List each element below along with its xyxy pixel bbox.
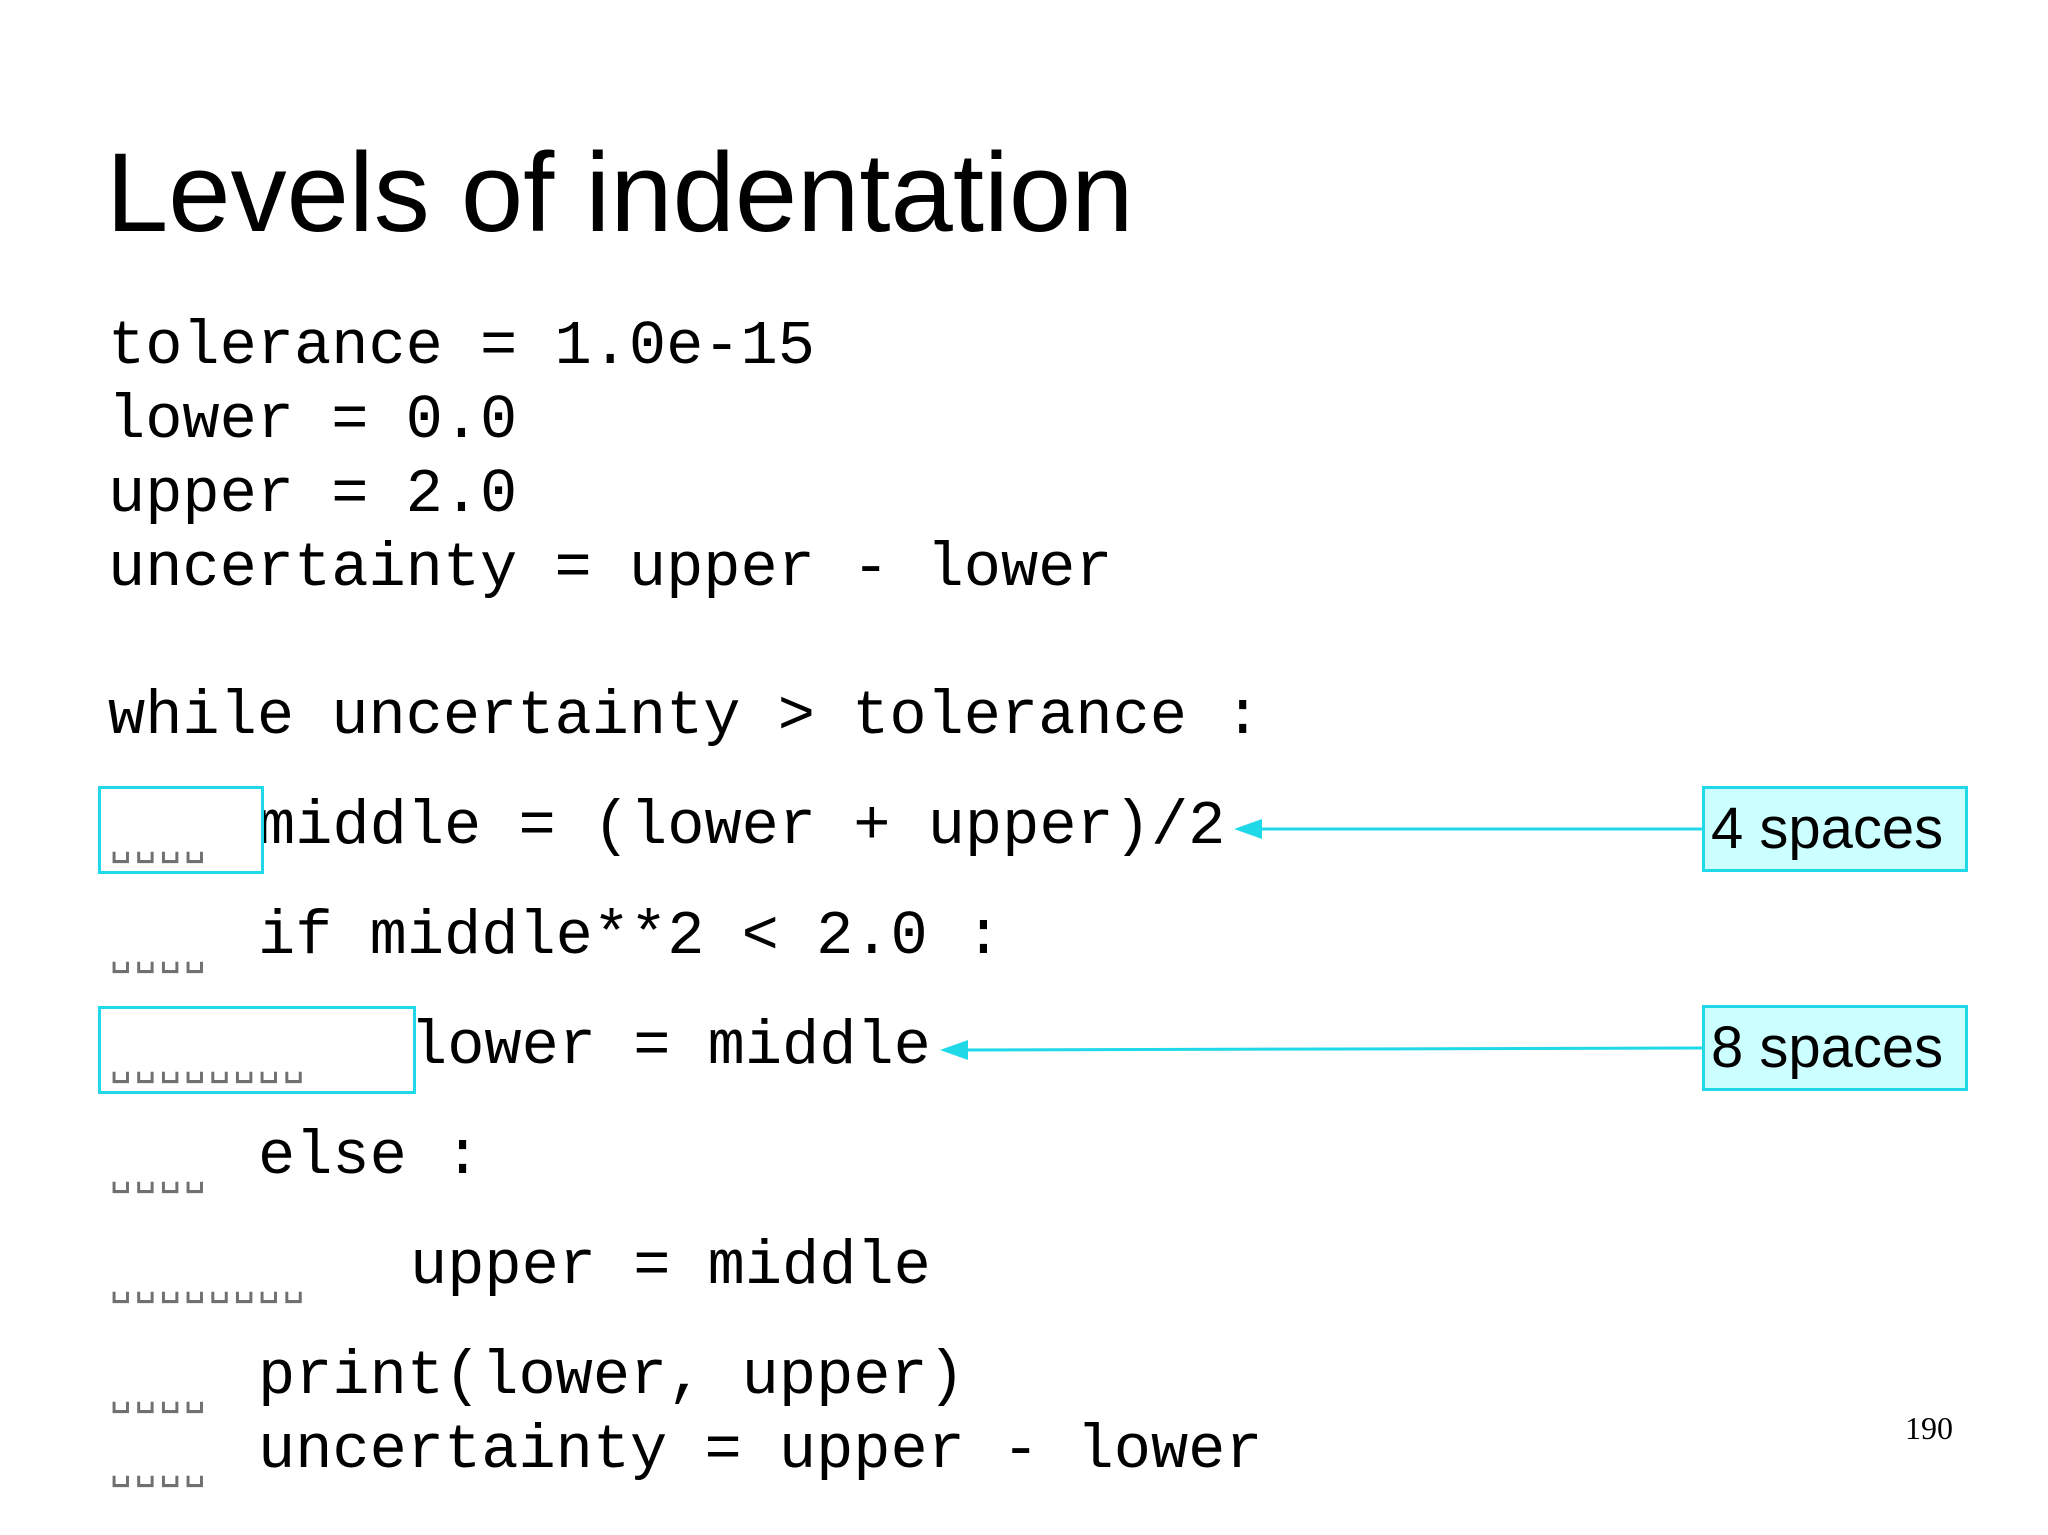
space-markers-4: ␣␣␣␣ [110,823,209,864]
indent-highlight-4 [98,786,264,874]
page-number: 190 [1905,1410,1953,1446]
label-4-spaces: 4 spaces [1702,786,1968,872]
code-line-uncertainty-update: uncertainty = upper - lower [258,1415,1263,1486]
code-line-tolerance: tolerance = 1.0e-15 [108,311,815,382]
code-line-upper: upper = 2.0 [108,459,518,530]
indent-highlight-8 [98,1006,416,1094]
arrow-head-8-spaces [940,1040,968,1060]
space-markers-4: ␣␣␣␣ [110,1153,209,1194]
space-markers-8: ␣␣␣␣␣␣␣␣ [110,1263,308,1304]
code-line-else: else : [258,1121,482,1192]
space-markers-8: ␣␣␣␣␣␣␣␣ [110,1043,308,1084]
slide-title: Levels of indentation [106,130,1134,255]
space-markers-4: ␣␣␣␣ [110,933,209,974]
code-line-middle: middle = (lower + upper)/2 [258,791,1226,862]
code-line-while: while uncertainty > tolerance : [108,681,1262,752]
arrow-line-8-spaces [961,1046,1703,1052]
code-line-uncertainty: uncertainty = upper - lower [108,533,1113,604]
code-line-print: print(lower, upper) [258,1341,965,1412]
arrow-head-4-spaces [1234,819,1262,839]
code-line-upper-assign: upper = middle [410,1231,931,1302]
label-8-spaces: 8 spaces [1702,1005,1968,1091]
space-markers-4: ␣␣␣␣ [110,1373,209,1414]
space-markers-4: ␣␣␣␣ [110,1447,209,1488]
code-line-lower: lower = 0.0 [108,385,518,456]
code-line-lower-assign: lower = middle [410,1011,931,1082]
code-line-if: if middle**2 < 2.0 : [258,901,1003,972]
